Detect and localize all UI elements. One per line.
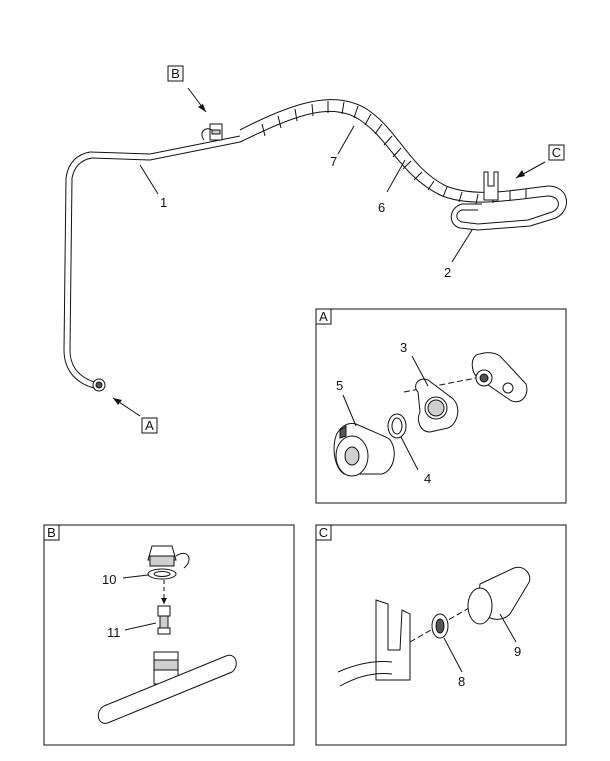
- detail-panel-b: B 10 11: [43, 524, 295, 746]
- callout-6: 6: [378, 200, 385, 215]
- callout-2: 2: [444, 265, 451, 280]
- callout-8: 8: [458, 674, 465, 689]
- panel-tag-b: B: [47, 525, 56, 540]
- callout-5: 5: [336, 378, 343, 393]
- callout-4: 4: [424, 471, 431, 486]
- view-tag-b: B: [171, 66, 180, 81]
- view-indicators: B C A: [112, 65, 565, 434]
- view-tag-a: A: [145, 418, 154, 433]
- detail-panel-c: C 8 9: [315, 524, 567, 746]
- callout-11: 11: [107, 625, 121, 640]
- callout-1: 1: [160, 195, 167, 210]
- view-tag-b-box: [167, 65, 184, 82]
- panel-tag-c: C: [319, 525, 328, 540]
- callout-9: 9: [514, 644, 521, 659]
- callout-10: 10: [102, 572, 116, 587]
- panel-tag-a: A: [319, 309, 328, 324]
- view-tag-c: C: [552, 145, 561, 160]
- view-tag-a-box: [141, 417, 158, 434]
- callout-3: 3: [400, 340, 407, 355]
- main-callouts: 1 7 6 2: [139, 125, 473, 280]
- tube-assembly: [63, 99, 567, 392]
- view-tag-c-box: [548, 144, 565, 161]
- detail-panel-a: A 3 5 4: [315, 308, 567, 504]
- callout-7: 7: [330, 154, 337, 169]
